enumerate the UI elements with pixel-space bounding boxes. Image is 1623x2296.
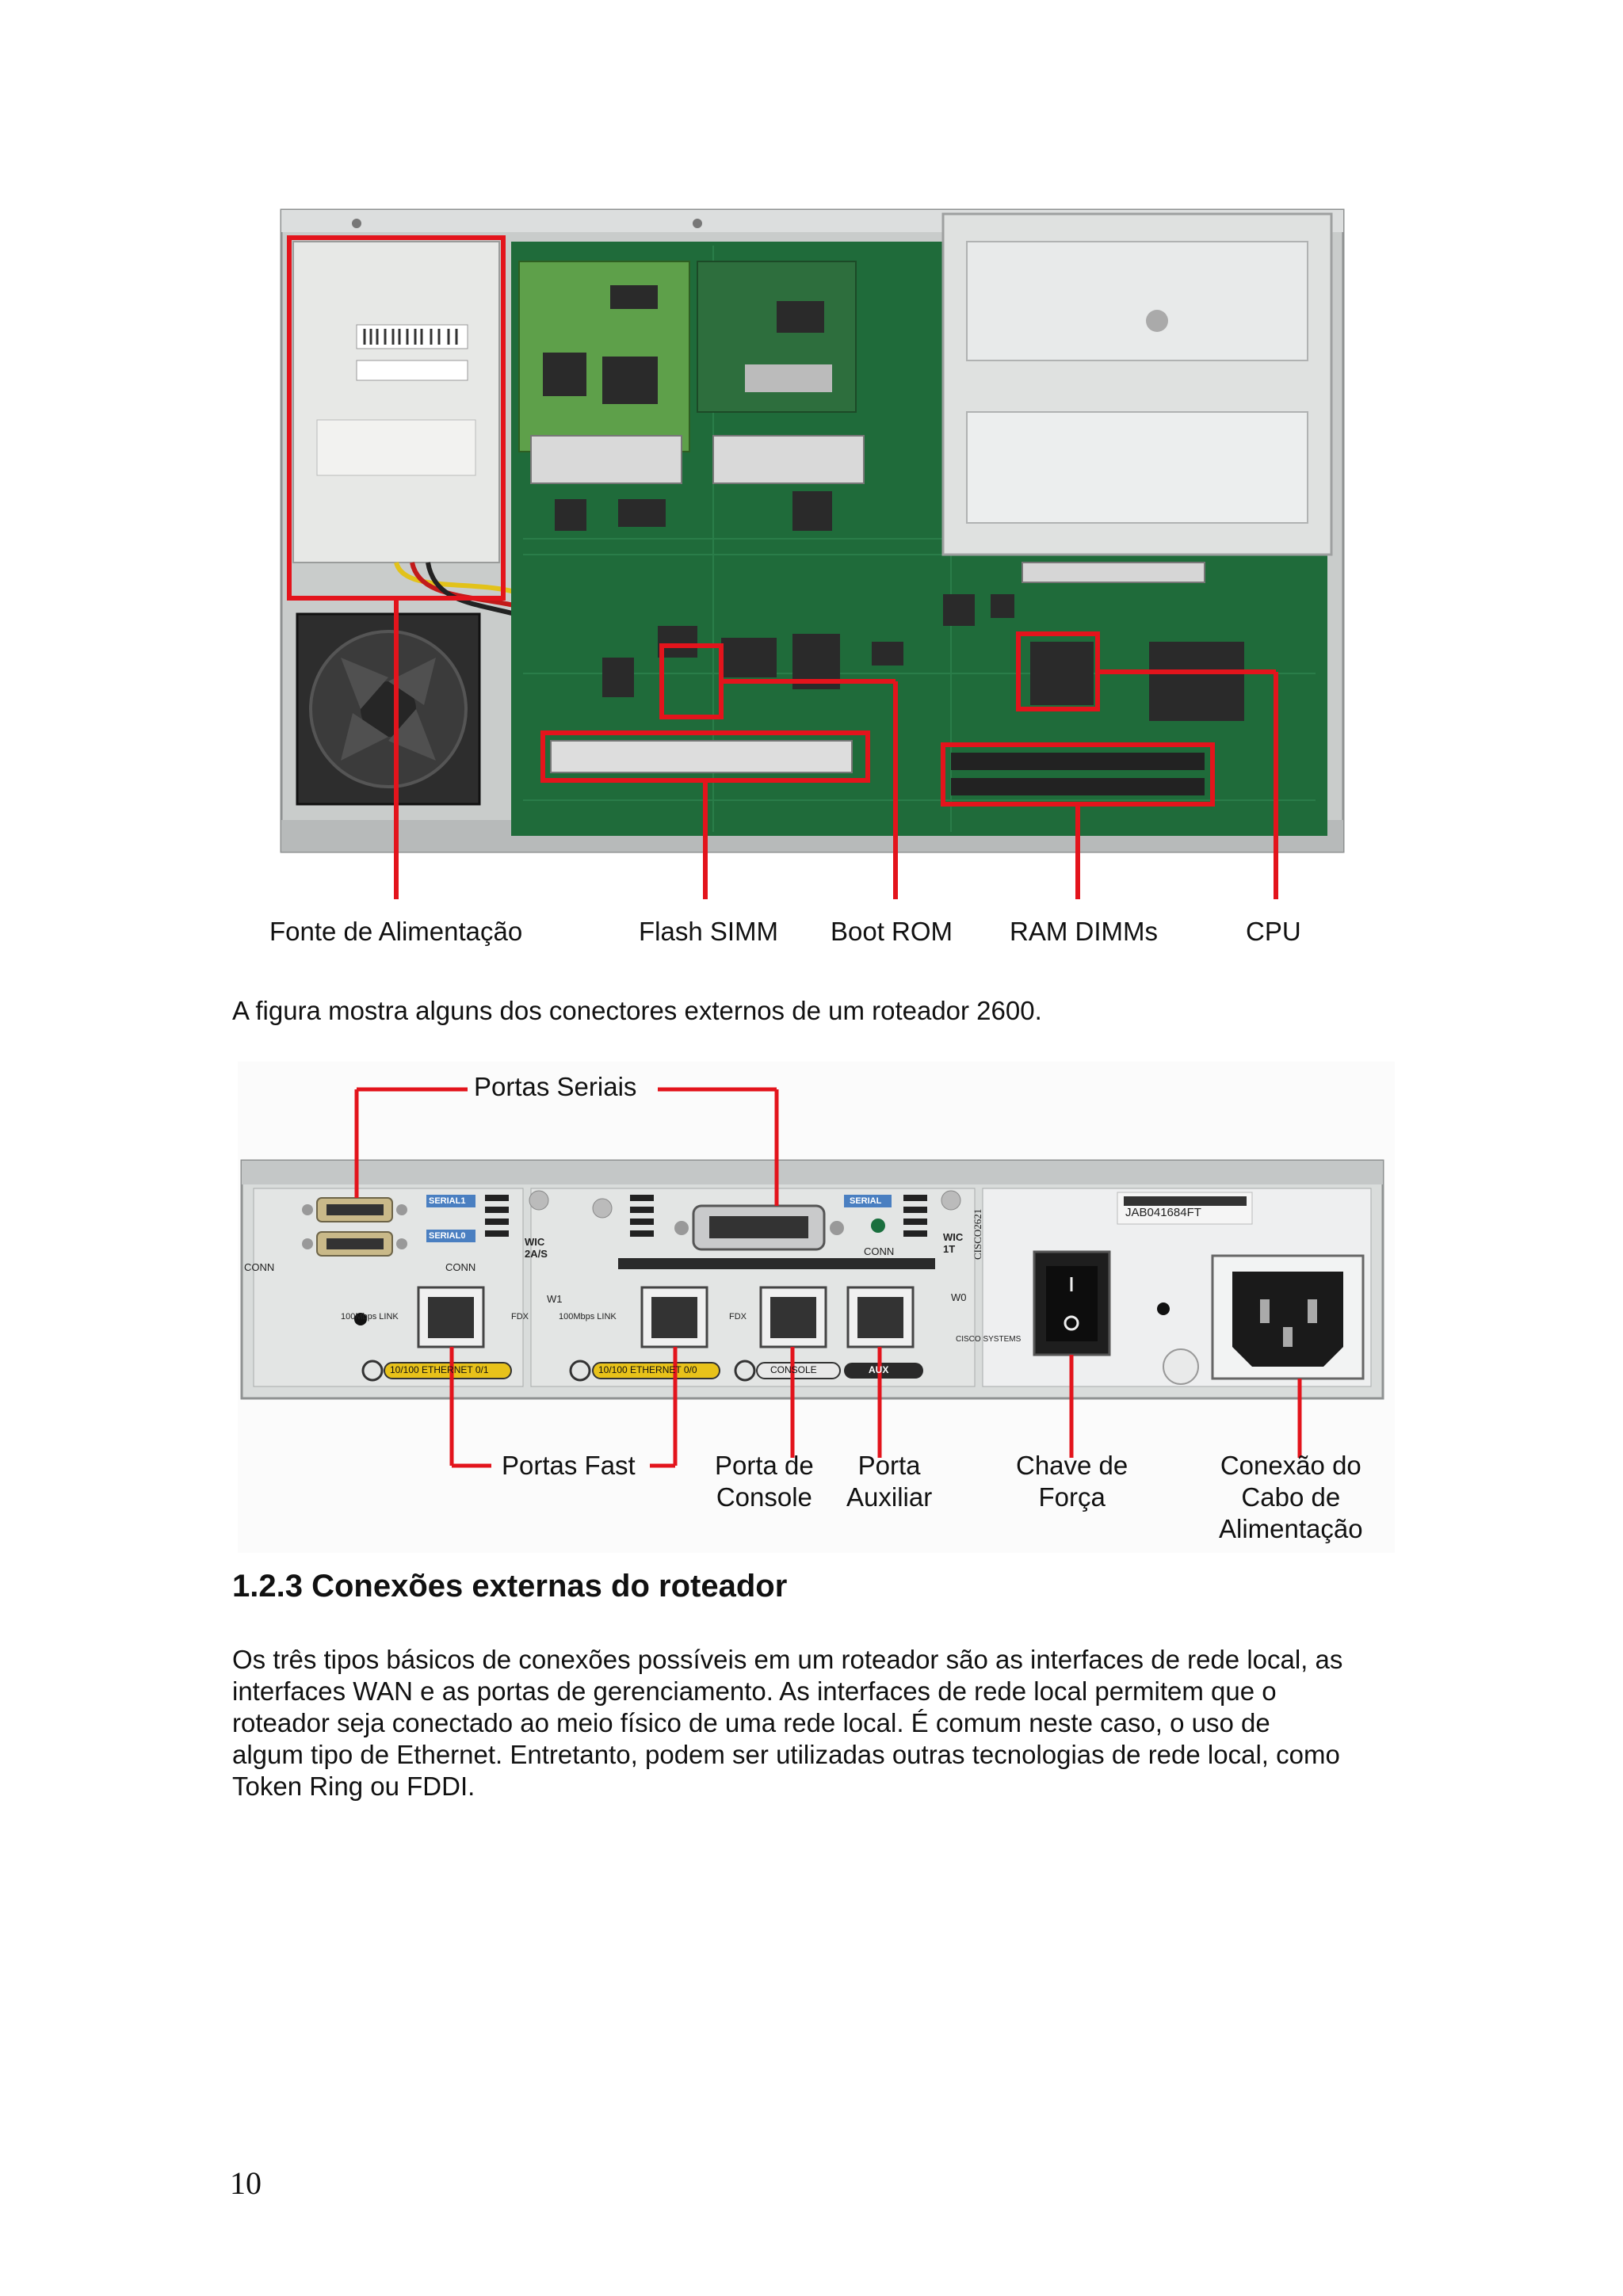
panel-conn-mid: CONN: [445, 1261, 476, 1273]
label-aux-line1: Porta: [857, 1451, 921, 1480]
figure-caption: A figura mostra alguns dos conectores ex…: [232, 996, 1042, 1025]
panel-link-left: 100Mbps LINK: [341, 1312, 399, 1322]
panel-w0: W0: [951, 1291, 967, 1303]
panel-link-mid: 100Mbps LINK: [559, 1312, 617, 1322]
label-serial-ports: Portas Seriais: [474, 1072, 637, 1101]
paragraph-line: Token Ring ou FDDI.: [232, 1772, 475, 1801]
panel-conn-left: CONN: [244, 1261, 275, 1273]
label-power-cable: Conexão do Cabo de Alimentação: [1219, 1450, 1363, 1545]
router-board-figure: [280, 208, 1345, 899]
paragraph-line: interfaces WAN e as portas de gerenciame…: [232, 1676, 1277, 1706]
panel-serial-text: SERIAL: [850, 1196, 882, 1206]
label-flash-simm: Flash SIMM: [639, 917, 779, 946]
label-console-line1: Porta de: [715, 1451, 814, 1480]
panel-wic-1t: WIC 1T: [943, 1231, 964, 1255]
label-cable-line1: Conexão do: [1220, 1451, 1361, 1480]
panel-model: CISCO2621: [972, 1208, 983, 1260]
label-aux-port: Porta Auxiliar: [846, 1450, 932, 1513]
panel-brand: CISCO SYSTEMS: [956, 1335, 1022, 1344]
panel-aux: AUX: [869, 1364, 889, 1375]
panel-w1: W1: [547, 1293, 563, 1305]
label-aux-line2: Auxiliar: [846, 1482, 933, 1512]
panel-eth0: 10/100 ETHERNET 0/0: [598, 1364, 697, 1375]
paragraph-line: roteador seja conectado ao meio físico d…: [232, 1708, 1270, 1737]
panel-serial-number: JAB041684FT: [1125, 1206, 1201, 1219]
label-boot-rom: Boot ROM: [831, 917, 953, 946]
label-cable-line2: Cabo de: [1241, 1482, 1341, 1512]
label-cable-line3: Alimentação: [1219, 1514, 1363, 1543]
panel-conn-right: CONN: [864, 1245, 895, 1257]
panel-console: CONSOLE: [770, 1364, 817, 1375]
panel-fdx-mid: FDX: [729, 1312, 747, 1322]
label-switch-line1: Chave de: [1016, 1451, 1128, 1480]
page-number: 10: [230, 2165, 262, 2201]
panel-fdx-left: FDX: [511, 1312, 529, 1322]
label-console-line2: Console: [716, 1482, 812, 1512]
label-switch-line2: Força: [1038, 1482, 1106, 1512]
label-fast-ports: Portas Fast: [502, 1451, 636, 1480]
section-heading: 1.2.3 Conexões externas do roteador: [232, 1569, 788, 1604]
label-console-port: Porta de Console: [715, 1450, 814, 1513]
section-paragraph: Os três tipos básicos de conexões possív…: [232, 1644, 1397, 1802]
router-back-panel-figure: [238, 1062, 1395, 1553]
label-cpu: CPU: [1246, 917, 1301, 946]
label-power-switch: Chave de Força: [1016, 1450, 1128, 1513]
label-ram-dimms: RAM DIMMs: [1010, 917, 1158, 946]
label-power-supply: Fonte de Alimentação: [269, 917, 523, 946]
panel-eth1: 10/100 ETHERNET 0/1: [390, 1364, 489, 1375]
panel-serial0-text: SERIAL0: [429, 1231, 466, 1241]
panel-wic-2as: WIC 2A/S: [525, 1236, 548, 1260]
paragraph-line: algum tipo de Ethernet. Entretanto, pode…: [232, 1740, 1340, 1769]
paragraph-line: Os três tipos básicos de conexões possív…: [232, 1645, 1343, 1674]
panel-serial1-text: SERIAL1: [429, 1196, 466, 1206]
